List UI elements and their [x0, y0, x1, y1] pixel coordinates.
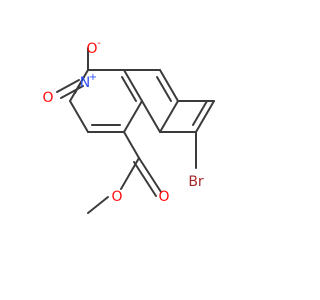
bond-c7-c8 — [159, 69, 179, 102]
bond-carbonyl-odouble-2 — [133, 161, 157, 197]
bond-layer — [56, 47, 215, 214]
bond-c4-c5 — [123, 100, 143, 133]
bond-carbonyl-oester — [120, 157, 140, 190]
bond-c10-c11-double — [192, 100, 208, 126]
atom-o-left: O — [42, 90, 53, 106]
atom-n: N — [80, 75, 90, 91]
charge-o-top: - — [97, 38, 101, 49]
molecule-structure: O - N + O Br O O — [42, 38, 215, 214]
bond-n-o-left-double — [60, 85, 84, 99]
bond-c8-c9 — [159, 100, 179, 133]
molecule-canvas: O - N + O Br O O — [42, 38, 215, 214]
bond-c9-c5 — [141, 100, 161, 133]
atom-o-ester-double: O — [158, 189, 169, 205]
bond-c5-c6-double — [121, 76, 137, 102]
bond-c5-c6 — [123, 69, 143, 102]
bond-n-o-left — [56, 79, 80, 93]
atom-o-top: O — [86, 41, 97, 57]
atom-br: Br — [188, 174, 204, 190]
charge-n: + — [89, 72, 97, 83]
atom-label-layer: O - N + O Br O O — [42, 38, 203, 205]
bond-c2-c3 — [69, 100, 89, 133]
bond-c7-c8-double — [156, 76, 172, 102]
bond-c10-c11 — [195, 100, 215, 133]
bond-carbonyl-odouble — [138, 157, 162, 193]
bond-c4-carbonyl — [123, 131, 140, 159]
atom-o-ester-single: O — [111, 189, 122, 205]
bond-oester-methyl — [87, 196, 109, 214]
